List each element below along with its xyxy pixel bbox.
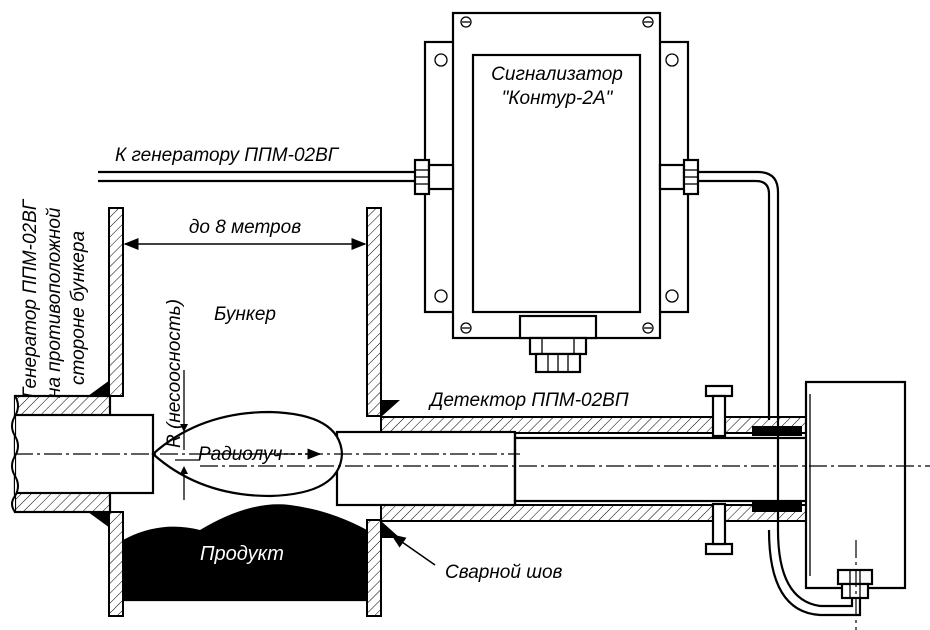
product-label: Продукт	[200, 543, 284, 565]
misalignment-label-group: R (несоосность)	[164, 299, 185, 448]
radiobeam-label: Радиолуч	[198, 444, 282, 465]
weld-label: Сварной шов	[445, 562, 563, 583]
left-cable-gland	[413, 158, 455, 196]
signalizer-body	[451, 11, 662, 340]
bunker-label: Бункер	[214, 304, 276, 325]
weld-leader	[390, 534, 436, 566]
cable-to-detector	[698, 170, 780, 420]
cable-to-generator	[98, 170, 415, 183]
generator-label-group-2: на противоположной	[44, 207, 65, 398]
to-generator-label: К генератору ППМ-02ВГ	[115, 145, 340, 166]
signalizer-label-line2: "Контур-2А"	[502, 88, 614, 109]
detector-label: Детектор ППМ-02ВП	[428, 390, 629, 411]
distance-label: до 8 метров	[189, 217, 301, 238]
detector-housing	[804, 380, 907, 590]
right-cable-gland	[658, 158, 700, 196]
mounting-hole-icon	[434, 53, 679, 303]
signalizer-label-line1: Сигнализатор	[491, 64, 623, 85]
bottom-cable-gland	[518, 314, 598, 374]
misalignment-marker	[175, 370, 200, 500]
screw-icon	[460, 16, 654, 334]
signalizer-front-panel	[471, 53, 642, 314]
bunker	[108, 207, 382, 617]
signalizer-box	[423, 11, 690, 374]
generator-label-group: Генератор ППМ-02ВГ	[20, 198, 41, 398]
product-fill	[123, 504, 367, 600]
detector-assembly	[335, 380, 907, 617]
generator-label-line1: Генератор ППМ-02ВГ	[20, 198, 41, 398]
generator-pipe	[11, 380, 155, 528]
misalignment-label: R (несоосность)	[164, 299, 185, 448]
clamp-bolt-icon	[704, 384, 734, 556]
generator-label-line3: стороне бункера	[68, 231, 89, 385]
housing-cable-gland	[836, 568, 874, 600]
generator-label-line2: на противоположной	[44, 207, 65, 398]
generator-label-group-3: стороне бункера	[68, 231, 89, 385]
